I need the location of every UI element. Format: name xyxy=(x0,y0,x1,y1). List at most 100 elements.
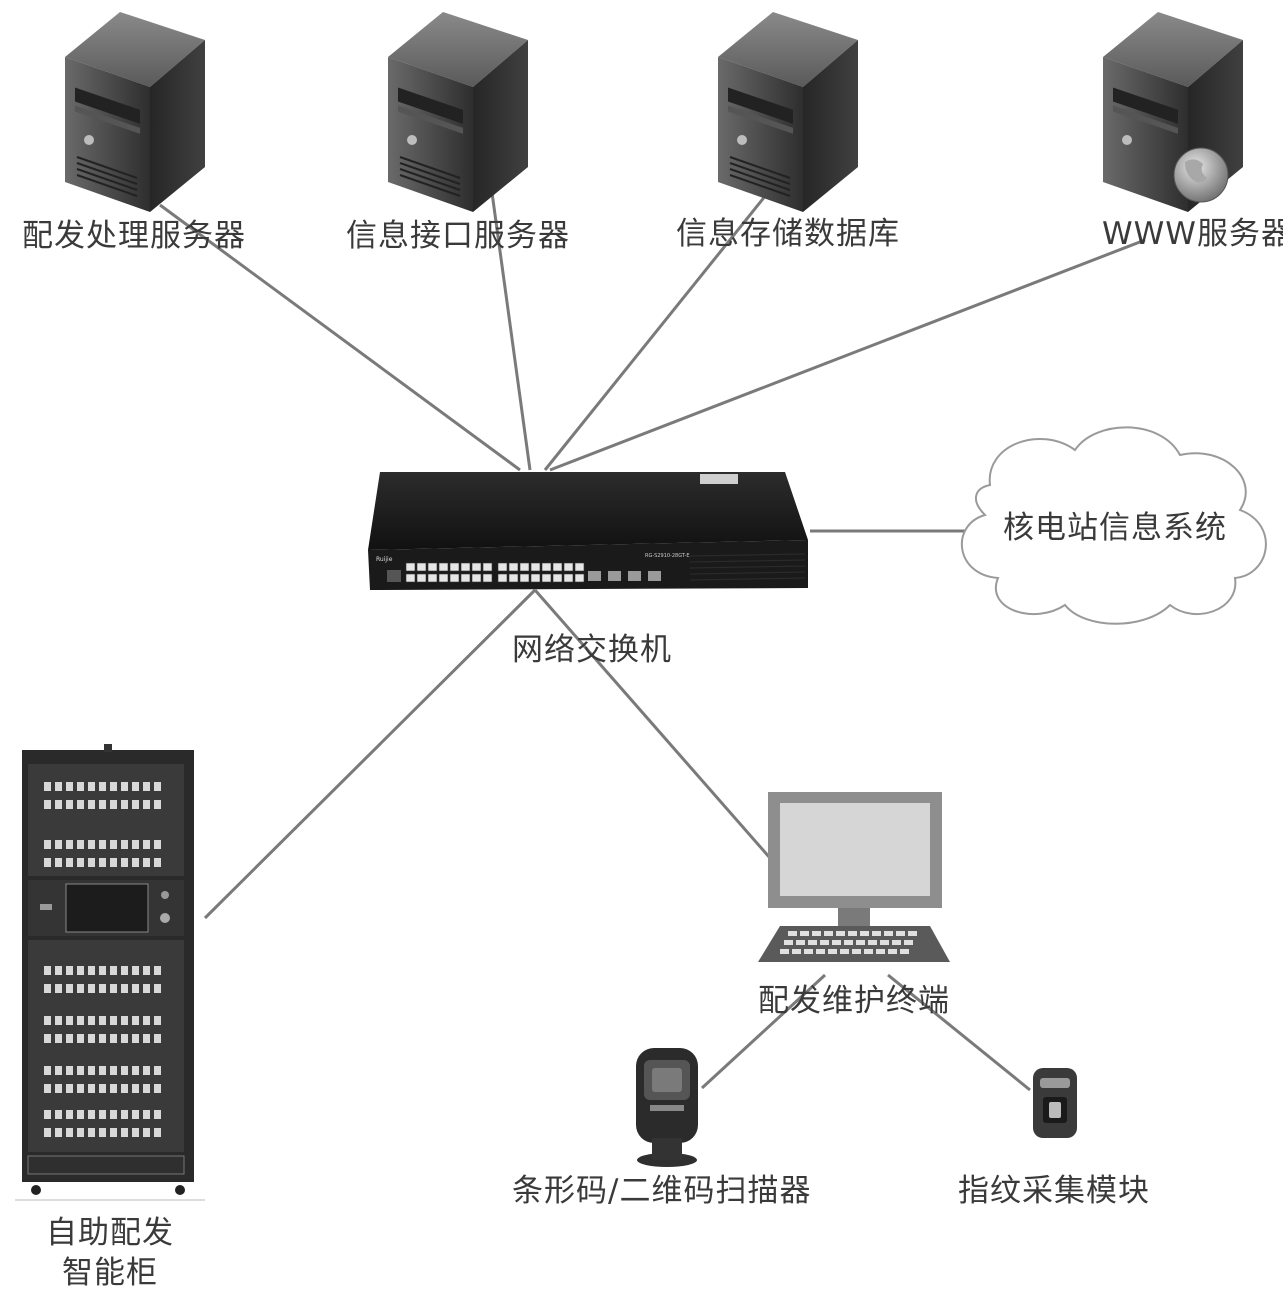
switch-port xyxy=(541,562,552,572)
switch-port xyxy=(508,573,519,583)
switch-port xyxy=(427,562,438,572)
cabinet-slot xyxy=(88,1034,95,1043)
link-fingerprint xyxy=(887,973,1031,1092)
keyboard-key xyxy=(880,940,889,945)
cabinet-slot xyxy=(44,840,51,849)
switch-brand: Ruijie xyxy=(376,556,393,563)
label-www-server: WWW服务器 xyxy=(1102,216,1283,252)
cabinet-slot xyxy=(110,1084,117,1093)
keyboard-key xyxy=(904,940,913,945)
cabinet-slot xyxy=(88,840,95,849)
cabinet-slot xyxy=(99,800,106,809)
cabinet-slot xyxy=(88,1066,95,1075)
cabinet-slot xyxy=(88,858,95,867)
switch-port xyxy=(519,573,530,583)
cabinet-slot xyxy=(88,1128,95,1137)
cabinet-slot xyxy=(66,1110,73,1119)
switch-port xyxy=(427,573,438,583)
cabinet-slot xyxy=(143,1016,150,1025)
switch-port xyxy=(482,573,493,583)
cabinet-slot xyxy=(44,1034,51,1043)
keyboard-key xyxy=(796,940,805,945)
cabinet-slot xyxy=(77,858,84,867)
cabinet-slot xyxy=(154,1016,161,1025)
cabinet-slot xyxy=(110,858,117,867)
cabinet-slot xyxy=(55,1128,62,1137)
cabinet-slot xyxy=(110,840,117,849)
label-fingerprint-module: 指纹采集模块 xyxy=(958,1173,1150,1209)
cabinet-slot xyxy=(121,1084,128,1093)
cabinet-slot xyxy=(154,966,161,975)
cabinet-slot xyxy=(77,1110,84,1119)
cabinet-slot xyxy=(143,800,150,809)
cabinet-slot xyxy=(55,1066,62,1075)
cabinet-slot xyxy=(66,782,73,791)
cabinet-slot xyxy=(154,1066,161,1075)
switch-ports xyxy=(405,562,585,583)
cabinet-slot xyxy=(66,984,73,993)
switch-port xyxy=(449,562,460,572)
switch-port xyxy=(530,573,541,583)
cabinet-slot xyxy=(154,984,161,993)
cabinet-slot xyxy=(99,984,106,993)
label-cabinet-line2: 智能柜 xyxy=(62,1255,158,1291)
link-interface-server xyxy=(488,177,532,471)
switch-port xyxy=(416,562,427,572)
switch-port xyxy=(471,573,482,583)
switch-port xyxy=(563,573,574,583)
cabinet-slot xyxy=(132,858,139,867)
switch-port xyxy=(563,562,574,572)
cabinet-slot xyxy=(77,1128,84,1137)
cabinet-slot xyxy=(66,1016,73,1025)
cabinet-slot xyxy=(132,1066,139,1075)
monitor-screen xyxy=(780,803,930,896)
label-interface-server: 信息接口服务器 xyxy=(346,218,570,254)
cabinet-slot xyxy=(44,1110,51,1119)
switch-port xyxy=(471,562,482,572)
keyboard-key xyxy=(856,940,865,945)
link-storage-db xyxy=(543,189,772,471)
keyboard-key xyxy=(780,949,789,954)
keyboard-key xyxy=(860,931,869,936)
cabinet-slot xyxy=(154,1110,161,1119)
cabinet-slot xyxy=(77,1034,84,1043)
web-server-icon xyxy=(1103,12,1243,212)
switch-port xyxy=(460,573,471,583)
cabinet-slot xyxy=(99,1128,106,1137)
label-maintenance-terminal: 配发维护终端 xyxy=(758,983,950,1019)
cabinet-slot xyxy=(55,782,62,791)
switch-port xyxy=(405,573,416,583)
keyboard-key xyxy=(844,940,853,945)
cabinet-slot xyxy=(99,782,106,791)
fingerprint-module-icon xyxy=(1033,1068,1077,1138)
switch-port xyxy=(482,562,493,572)
keyboard-key xyxy=(820,940,829,945)
keyboard-key xyxy=(828,949,837,954)
keyboard-key xyxy=(848,931,857,936)
cabinet-slot xyxy=(99,966,106,975)
switch-port xyxy=(541,573,552,583)
cabinet-slot xyxy=(44,858,51,867)
cloud-shape xyxy=(960,426,1267,625)
cabinet-slot xyxy=(132,1016,139,1025)
cabinet-slot xyxy=(132,1084,139,1093)
cabinet-slot xyxy=(110,984,117,993)
cabinet-slot xyxy=(121,800,128,809)
cabinet-slot xyxy=(99,840,106,849)
cabinet-slot xyxy=(121,966,128,975)
cabinet-slot xyxy=(99,1084,106,1093)
switch-port xyxy=(460,562,471,572)
cabinet-slot xyxy=(55,984,62,993)
server-icon xyxy=(388,12,528,212)
network-switch-icon: Ruijie RG-S2910-28GT-E xyxy=(368,472,808,590)
cabinet-slot xyxy=(99,1034,106,1043)
cabinet-slot xyxy=(121,1016,128,1025)
cabinet-slot xyxy=(110,1110,117,1119)
keyboard-key xyxy=(864,949,873,954)
keyboard-key xyxy=(884,931,893,936)
switch-port xyxy=(438,562,449,572)
keyboard-key xyxy=(908,931,917,936)
link-cabinet xyxy=(203,588,537,920)
switch-port xyxy=(519,562,530,572)
